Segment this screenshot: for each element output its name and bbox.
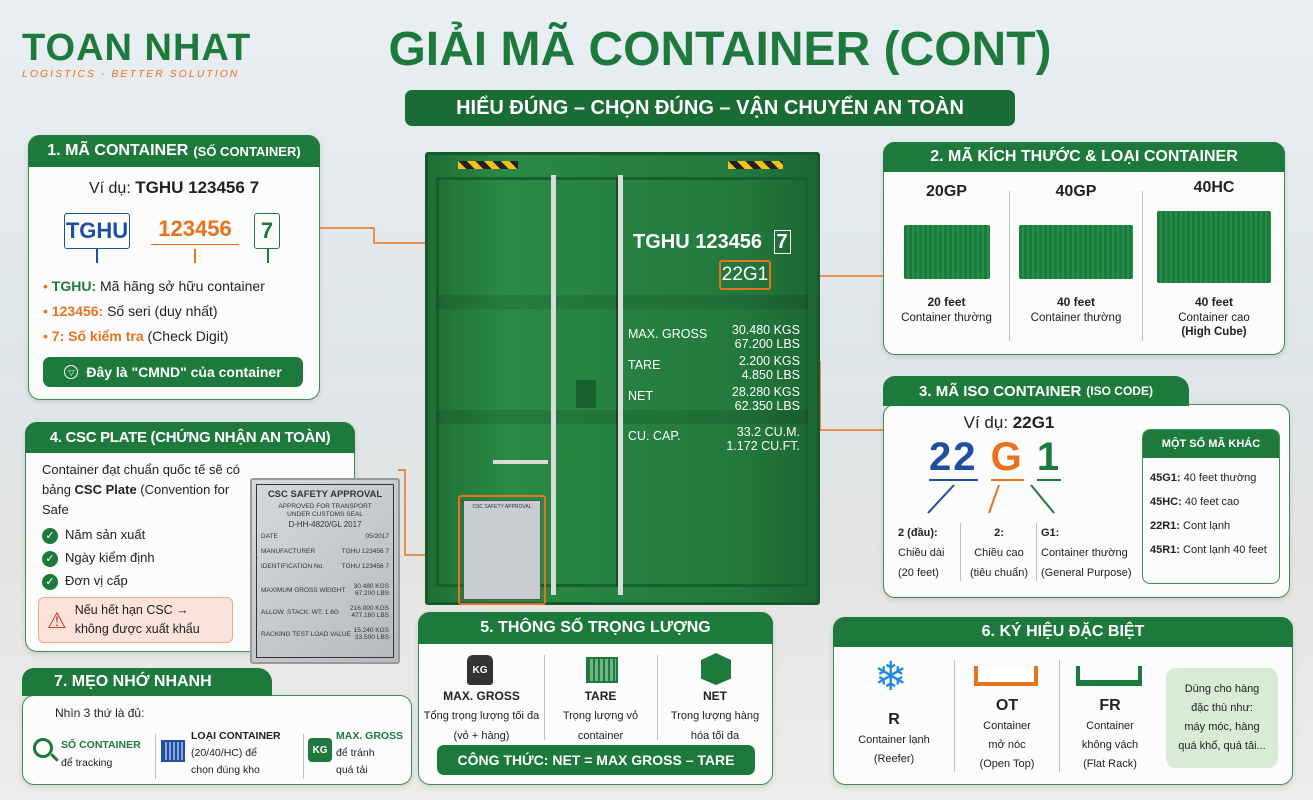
iso-explain-1: 2 (đầu):Chiều dài(20 feet) [898, 527, 945, 579]
door-csc-plate: CSC SAFETY APPROVAL [458, 495, 546, 605]
page-title: GIẢI MÃ CONTAINER (CONT) [388, 23, 1052, 76]
type-20gp: 20GP 20 feet Container thường [901, 183, 992, 324]
weight-kg-icon: KG [467, 655, 493, 685]
weight-kg-icon: KG [308, 738, 332, 762]
section-container-number: 1. MÃ CONTAINER(SỐ CONTAINER) Ví dụ: TGH… [28, 135, 320, 400]
iso-code-breakdown: 22 G 1 [929, 435, 1062, 481]
container-40hc-icon [1157, 211, 1271, 283]
container-icon [586, 657, 618, 683]
csc-warning: ⚠ Nếu hết hạn CSC →không được xuất khẩu [38, 597, 233, 643]
page-subtitle: HIỂU ĐÚNG – CHỌN ĐÚNG – VẬN CHUYỂN AN TO… [405, 90, 1015, 126]
iso-explain-3: G1:Container thường(General Purpose) [1041, 527, 1132, 579]
section-header: 2. MÃ KÍCH THƯỚC & LOẠI CONTAINER [883, 142, 1285, 172]
csc-checklist: ✓Năm sản xuất ✓Ngày kiểm định ✓Đơn vị cấ… [42, 523, 155, 592]
warning-icon: ⚠ [47, 607, 67, 633]
iso-explain-2: 2:Chiều cao(tiêu chuẩn) [969, 527, 1029, 579]
csc-intro: Container đạt chuẩn quốc tế sẽ có bảng C… [42, 462, 241, 517]
serial-number: 123456 [151, 216, 239, 245]
list-item: ✓Năm sản xuất [42, 523, 155, 546]
example: Ví dụ: TGHU 123456 7 [88, 178, 260, 197]
container-icon [161, 740, 185, 762]
formula-banner: CÔNG THỨC: NET = MAX GROSS – TARE [437, 745, 755, 775]
section-iso-code: Ví dụ: 22G1 22 G 1 2 (đầu):Chiều dài(20 … [883, 404, 1290, 598]
list-item: ✓Đơn vị cấp [42, 569, 155, 592]
section-header: 4. CSC PLATE (CHỨNG NHẬN AN TOÀN) [25, 422, 355, 453]
section-header: 7. MẸO NHỚ NHANH [22, 668, 272, 696]
logo: TOAN NHAT LOGISTICS - BETTER SOLUTION [22, 27, 252, 80]
check-icon: ✓ [42, 551, 58, 567]
container-20gp-icon [903, 225, 990, 279]
magnifier-icon [33, 738, 53, 758]
section-csc-plate: 4. CSC PLATE (CHỨNG NHẬN AN TOÀN) Contai… [25, 422, 355, 652]
csc-plate-illustration: CSC SAFETY APPROVAL APPROVED FOR TRANSPO… [250, 478, 400, 664]
open-top-icon [974, 666, 1038, 686]
owner-code-box: TGHU [64, 213, 130, 249]
door-iso-code: 22G1 [719, 260, 771, 290]
section-header: 3. MÃ ISO CONTAINER(ISO CODE) [883, 376, 1189, 406]
shield-icon: ▽ [64, 365, 79, 379]
logo-tagline: LOGISTICS - BETTER SOLUTION [22, 68, 240, 80]
list-item: 45G1: 40 feet thường [1150, 472, 1257, 484]
list-item: • 123456: Số seri (duy nhất) [43, 303, 218, 319]
example: Ví dụ: 22G1 [963, 413, 1055, 432]
iso-arrows [927, 484, 1055, 514]
cargo-box-icon [701, 653, 731, 685]
door-container-number: TGHU 123456 7 [633, 230, 791, 254]
logo-name: TOAN NHAT [22, 27, 252, 69]
list-item: 22R1: Cont lạnh [1150, 520, 1231, 532]
list-item: ✓Ngày kiểm định [42, 546, 155, 569]
section-header: 6. KÝ HIỆU ĐẶC BIỆT [833, 617, 1293, 647]
list-item: 45R1: Cont lạnh 40 feet [1150, 544, 1267, 556]
list-intro: Nhìn 3 thứ là đủ: [55, 706, 145, 720]
type-40gp: 40GP 40 feet Container thường [1010, 183, 1142, 324]
snowflake-icon: ❄ [874, 655, 908, 699]
other-codes-box: MỘT SỐ MÃ KHÁC 45G1: 40 feet thường 45HC… [1142, 429, 1280, 584]
section-header: 1. MÃ CONTAINER(SỐ CONTAINER) [28, 135, 320, 167]
cmnd-badge: ▽ Đây là "CMND" của container [43, 357, 303, 387]
section-header: 5. THÔNG SỐ TRỌNG LƯỢNG [418, 612, 773, 644]
list-item: 45HC: 40 feet cao [1150, 496, 1240, 508]
code-legend-list: • TGHU: Mã hãng sở hữu container • 12345… [43, 274, 265, 349]
check-digit-box: 7 [254, 213, 280, 249]
flat-rack-icon [1076, 666, 1142, 686]
list-item: • 7: Số kiểm tra (Check Digit) [43, 328, 229, 344]
type-40hc: 40HC 40 feet Container cao (High Cube) [1143, 179, 1285, 338]
section-size-type: 2. MÃ KÍCH THƯỚC & LOẠI CONTAINER 20GP 2… [883, 142, 1285, 355]
container-40gp-icon [1019, 225, 1133, 279]
check-icon: ✓ [42, 574, 58, 590]
check-icon: ✓ [42, 528, 58, 544]
list-item: • TGHU: Mã hãng sở hữu container [43, 278, 265, 294]
